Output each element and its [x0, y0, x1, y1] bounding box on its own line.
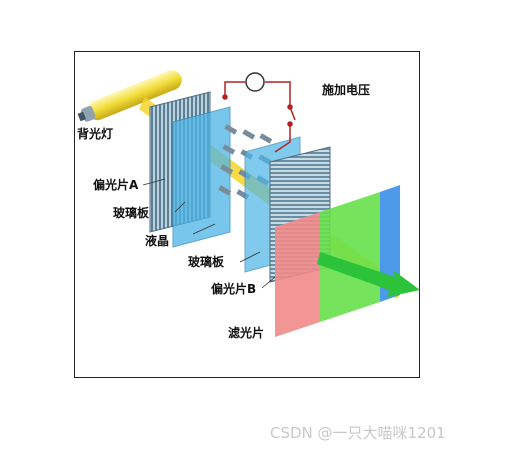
backlight-tube [77, 70, 182, 122]
glass-plate-1-shape [172, 106, 231, 248]
output-arrow [317, 252, 420, 297]
label-backlight: 背光灯 [77, 126, 113, 141]
voltage-circuit [222, 72, 296, 153]
label-applied-voltage: 施加电压 [322, 82, 370, 97]
lcd-layer-diagram: 背光灯 施加电压 偏光片A 玻璃板 液晶 玻璃板 偏光片B 滤光片 [77, 70, 420, 340]
leader-lines [142, 178, 276, 289]
watermark-text: CSDN @一只大喵咪1201 [270, 424, 446, 442]
label-polarizer-b: 偏光片B [211, 281, 256, 296]
label-color-filter: 滤光片 [228, 325, 264, 340]
color-filter-shape [275, 185, 400, 337]
label-glass-plate-1: 玻璃板 [113, 205, 150, 220]
label-liquid-crystal: 液晶 [145, 233, 169, 248]
label-glass-plate-2: 玻璃板 [188, 254, 225, 269]
label-polarizer-a: 偏光片A [93, 177, 139, 192]
lcd-structure-figure: 背光灯 施加电压 偏光片A 玻璃板 液晶 玻璃板 偏光片B 滤光片 [74, 51, 420, 378]
